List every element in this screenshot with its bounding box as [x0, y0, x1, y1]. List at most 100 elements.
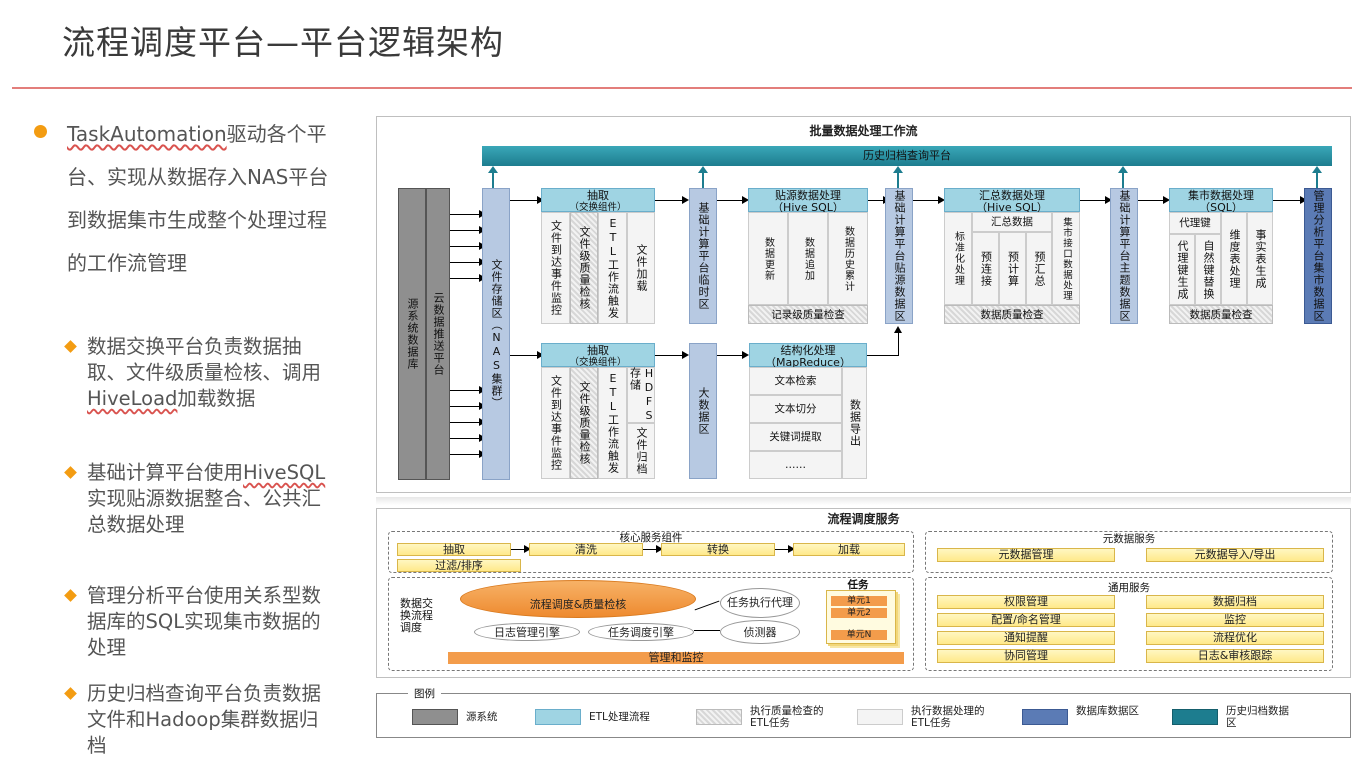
mart-header: 集市数据处理 （SQL）: [1169, 188, 1273, 214]
flow-arrow-icon: [1138, 196, 1170, 204]
mart-sub: （SQL）: [1199, 201, 1243, 214]
mart-col: 自然键替换: [1195, 234, 1221, 305]
flow-arrow-icon: [450, 402, 486, 410]
source-system-db: 源系统数据库: [398, 188, 426, 480]
extract-col: 文件到达事件监控: [541, 212, 570, 324]
extract2-sub: （交换组件）: [569, 357, 627, 368]
source-proc-title: 贴源数据处理: [775, 189, 841, 202]
flow-arrow-icon: [913, 196, 945, 204]
core-step: 加载: [793, 543, 905, 556]
flow-arrow-icon: [655, 351, 689, 359]
core-step: 转换: [661, 543, 775, 556]
up-arrow-icon: [1118, 166, 1128, 188]
bullet-dot-icon: [34, 125, 47, 138]
flow-arrow-icon: [868, 196, 890, 204]
source-proc-col: 数据历史累计: [828, 212, 868, 305]
flow-arrow-icon: [450, 258, 486, 266]
hiveload-term: HiveLoad: [87, 387, 178, 410]
legend-title: 图例: [408, 686, 441, 701]
source-proc-col: 数据追加: [788, 212, 828, 305]
common-item: 权限管理: [937, 595, 1115, 609]
common-item: 配置/命名管理: [937, 613, 1115, 627]
legend-label: 执行数据处理的ETL任务: [911, 705, 985, 729]
mart-data-zone: 管理分析平台集市数据区: [1304, 188, 1332, 324]
summary-col: 集市接口数据处理: [1052, 212, 1080, 305]
page-title: 流程调度平台—平台逻辑架构: [62, 23, 504, 62]
filter-sort: 过滤/排序: [397, 559, 521, 572]
mart-col: 事实表生成: [1247, 212, 1273, 305]
summary-col: 标准化处理: [944, 212, 972, 305]
legend-swatch-db: [1022, 709, 1068, 725]
main-bullet: TaskAutomation驱动各个平台、实现从数据存入NAS平台到数据集市生成…: [34, 113, 334, 285]
summary-col: 预计算: [999, 232, 1026, 305]
detector: 侦测器: [720, 620, 800, 644]
flow-arrow-icon: [450, 418, 486, 426]
extract-col: 文件级质量检核: [570, 212, 598, 324]
extract-col: 文件加载: [627, 212, 655, 324]
up-arrow-icon: [893, 166, 903, 188]
workflow-title: 批量数据处理工作流: [809, 124, 918, 138]
core-components-title: 核心服务组件: [619, 532, 683, 544]
extract2-col: HDFS存储: [627, 367, 656, 423]
sub-bullet-text: 数据交换平台负责数据抽取、文件级质量检核、调用: [87, 335, 322, 384]
flow-arrow-icon: [655, 196, 689, 204]
extract2-header: 抽取 （交换组件）: [541, 343, 655, 368]
common-item: 协同管理: [937, 649, 1115, 663]
sub-bullet-text: 基础计算平台使用: [87, 461, 244, 484]
extract2-col: 文件级质量检核: [570, 367, 598, 479]
flow-arrow-icon: [717, 351, 749, 359]
legend-label: ETL处理流程: [589, 711, 650, 723]
text-search: 文本检索: [749, 367, 842, 395]
nas-storage-zone: 文件存储区（NAS集群）: [482, 188, 510, 480]
structured-title: 结构化处理: [780, 344, 836, 357]
extract2-title: 抽取: [587, 344, 609, 357]
common-services-title: 通用服务: [1108, 582, 1150, 594]
sub-bullet-compute: 基础计算平台使用HiveSQL实现贴源数据整合、公共汇总数据处理: [64, 460, 334, 538]
main-bullet-text: 驱动各个平台、实现从数据存入NAS平台到数据集市生成整个处理过程的工作流管理: [67, 122, 329, 275]
source-proc-header: 贴源数据处理 （Hive SQL）: [748, 188, 868, 214]
summary-col: 预连接: [972, 232, 999, 305]
flow-arrow-icon: [450, 274, 486, 282]
keyword-extract: 关键词提取: [749, 423, 842, 451]
common-item: 数据归档: [1146, 595, 1324, 609]
up-arrow-icon: [1312, 166, 1322, 188]
up-arrow-icon: [698, 166, 708, 188]
common-item: 流程优化: [1146, 631, 1324, 645]
core-step: 抽取: [397, 543, 511, 556]
flow-arrow-icon: [775, 545, 795, 553]
flow-arrow-icon: [643, 545, 663, 553]
extract2-col: 文件到达事件监控: [541, 367, 570, 479]
flow-arrow-icon: [450, 450, 486, 458]
extract-title: 抽取: [587, 189, 609, 202]
flow-arrow-icon: [1080, 196, 1112, 204]
extract2-col: ETL工作流触发: [598, 367, 627, 479]
surrogate-key-label: 代理键: [1169, 212, 1221, 234]
core-step: 清洗: [529, 543, 643, 556]
flow-arrow-icon: [450, 242, 486, 250]
summary-header: 汇总数据处理 （Hive SQL）: [944, 188, 1080, 214]
temp-zone: 基础计算平台临时区: [689, 188, 717, 324]
cloud-push-platform: 云数据推送平台: [426, 188, 450, 480]
exchange-dispatch-box: [388, 577, 914, 671]
scheduler-title: 流程调度服务: [827, 512, 900, 526]
flow-arrow-icon: [450, 386, 486, 394]
section-shadow: [376, 497, 1351, 505]
legend-swatch-etl: [535, 709, 581, 725]
log-engine: 日志管理引擎: [474, 623, 580, 641]
text-split: 文本切分: [749, 395, 842, 423]
summary-quality-check: 数据质量检查: [944, 305, 1080, 324]
legend-label: 数据库数据区: [1076, 705, 1139, 717]
flow-arrow-icon: [450, 434, 486, 442]
metadata-item: 元数据导入/导出: [1146, 548, 1324, 562]
sub-bullet-text: 加载数据: [177, 387, 256, 410]
extract2-col: 文件归档: [627, 423, 655, 479]
task-agent: 任务执行代理: [720, 588, 800, 618]
manage-monitor-bar: 管理和监控: [448, 652, 904, 664]
more-items: ……: [749, 451, 842, 479]
extract-col: ETL工作流触发: [598, 212, 627, 324]
common-item: 日志&审核跟踪: [1146, 649, 1324, 663]
core-components-box: [388, 531, 914, 573]
title-divider: [12, 87, 1352, 89]
taskautomation-term: TaskAutomation: [67, 122, 227, 146]
mart-col: 代理键生成: [1169, 234, 1195, 305]
